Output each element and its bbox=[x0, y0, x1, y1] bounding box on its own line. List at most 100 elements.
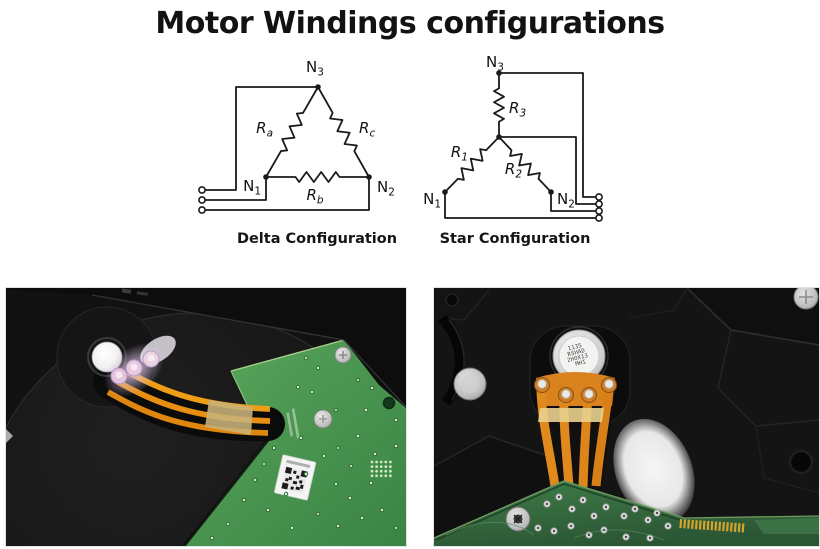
label-n2: N2 bbox=[377, 178, 395, 199]
gold-finger bbox=[691, 519, 694, 529]
dot bbox=[648, 536, 652, 540]
delta-caption: Delta Configuration bbox=[236, 231, 398, 247]
dot bbox=[262, 462, 266, 466]
dot bbox=[370, 465, 374, 468]
pcb-board bbox=[434, 480, 819, 546]
page-title: Motor Windings configurations bbox=[155, 6, 665, 41]
dot bbox=[389, 469, 392, 473]
dot bbox=[336, 524, 340, 528]
left-photo-canvas bbox=[6, 288, 406, 546]
gold-finger bbox=[679, 519, 683, 529]
label-n3: N3 bbox=[486, 53, 504, 74]
label-n3: N3 bbox=[306, 58, 324, 79]
dot bbox=[622, 514, 626, 518]
hub-label-text: 1135 RSHAD 2HOX13 MHI bbox=[564, 341, 594, 369]
left-photo-hdd-flex-cable bbox=[5, 287, 407, 547]
dot bbox=[604, 505, 608, 509]
pcb-barcode-label bbox=[274, 454, 317, 501]
screw-slots bbox=[799, 290, 813, 304]
dot bbox=[384, 469, 388, 473]
dot bbox=[379, 460, 383, 464]
dot bbox=[370, 386, 374, 390]
star-wires bbox=[442, 70, 603, 222]
gold-finger bbox=[733, 522, 737, 532]
pcb-board bbox=[182, 339, 406, 546]
gold-finger bbox=[694, 520, 698, 530]
flex-stiffener-band bbox=[205, 400, 253, 435]
motor-solder-pads bbox=[110, 350, 160, 385]
gold-finger bbox=[718, 521, 722, 531]
dot bbox=[272, 446, 276, 450]
dot bbox=[375, 469, 378, 473]
dot bbox=[587, 533, 591, 537]
dot bbox=[375, 460, 378, 464]
dot bbox=[242, 498, 246, 502]
dot bbox=[322, 454, 326, 458]
gold-finger bbox=[714, 521, 718, 531]
dot bbox=[380, 508, 384, 512]
dot bbox=[592, 514, 596, 518]
dot bbox=[290, 526, 294, 530]
node-n2-dot bbox=[366, 174, 372, 180]
dot bbox=[334, 482, 338, 486]
label-n2: N2 bbox=[557, 190, 575, 211]
dot bbox=[364, 408, 368, 412]
dot bbox=[310, 390, 314, 394]
pcb-shade bbox=[754, 518, 819, 534]
gold-finger bbox=[683, 519, 687, 529]
flex-trace bbox=[591, 386, 614, 487]
dot bbox=[666, 524, 670, 528]
label-n1: N1 bbox=[423, 190, 441, 211]
dot bbox=[370, 469, 374, 473]
bearing-dot-center bbox=[461, 375, 479, 393]
dot bbox=[334, 408, 338, 412]
terminal-2 bbox=[198, 196, 206, 204]
dot bbox=[316, 512, 320, 516]
gold-finger bbox=[726, 522, 729, 532]
dot bbox=[384, 460, 388, 464]
flex-trace bbox=[559, 395, 574, 488]
gold-finger bbox=[729, 522, 733, 532]
node-n3-dot bbox=[315, 84, 321, 90]
dot bbox=[284, 492, 288, 496]
flex-solder-pads bbox=[534, 377, 617, 403]
dot bbox=[299, 436, 303, 440]
node-n1-dot bbox=[442, 189, 448, 195]
pcb-trace bbox=[573, 529, 665, 541]
edge-glint bbox=[6, 429, 13, 443]
motor-flex-cable bbox=[534, 372, 617, 490]
label-r2: R2 bbox=[505, 160, 522, 181]
right-photo-canvas: 1135 RSHAD 2HOX13 MHI bbox=[434, 288, 819, 546]
gold-finger bbox=[737, 523, 741, 533]
solder-pads bbox=[209, 355, 399, 541]
gold-finger bbox=[706, 520, 710, 531]
dot bbox=[296, 385, 300, 389]
pcb-silkscreen-text bbox=[286, 408, 300, 439]
pad-grid bbox=[370, 460, 392, 478]
dot bbox=[394, 444, 398, 448]
dot bbox=[316, 366, 320, 370]
pcb-through-holes bbox=[534, 493, 672, 542]
casing-hole bbox=[445, 293, 459, 307]
gold-finger bbox=[702, 520, 706, 530]
rubber-bumper bbox=[788, 449, 814, 475]
terminal-4 bbox=[595, 214, 603, 222]
dot bbox=[349, 464, 353, 468]
node-n2-dot bbox=[548, 189, 554, 195]
terminal-3 bbox=[198, 206, 206, 214]
terminal-2 bbox=[595, 200, 603, 208]
dot bbox=[379, 465, 383, 468]
delta-circuit-diagram: N3 N1 N2 Ra Rc Rb bbox=[198, 58, 395, 214]
dot bbox=[379, 469, 383, 473]
dot bbox=[545, 502, 549, 506]
dot bbox=[655, 511, 659, 515]
pcb-mount-hole bbox=[382, 396, 396, 410]
node-center-dot bbox=[496, 134, 502, 140]
dot bbox=[210, 536, 214, 540]
gold-connector-fingers bbox=[679, 519, 745, 533]
dot bbox=[356, 378, 360, 382]
dot bbox=[370, 474, 374, 478]
resistor-rc bbox=[317, 86, 370, 178]
resistor-r2 bbox=[498, 136, 552, 193]
node-n1-dot bbox=[263, 174, 269, 180]
